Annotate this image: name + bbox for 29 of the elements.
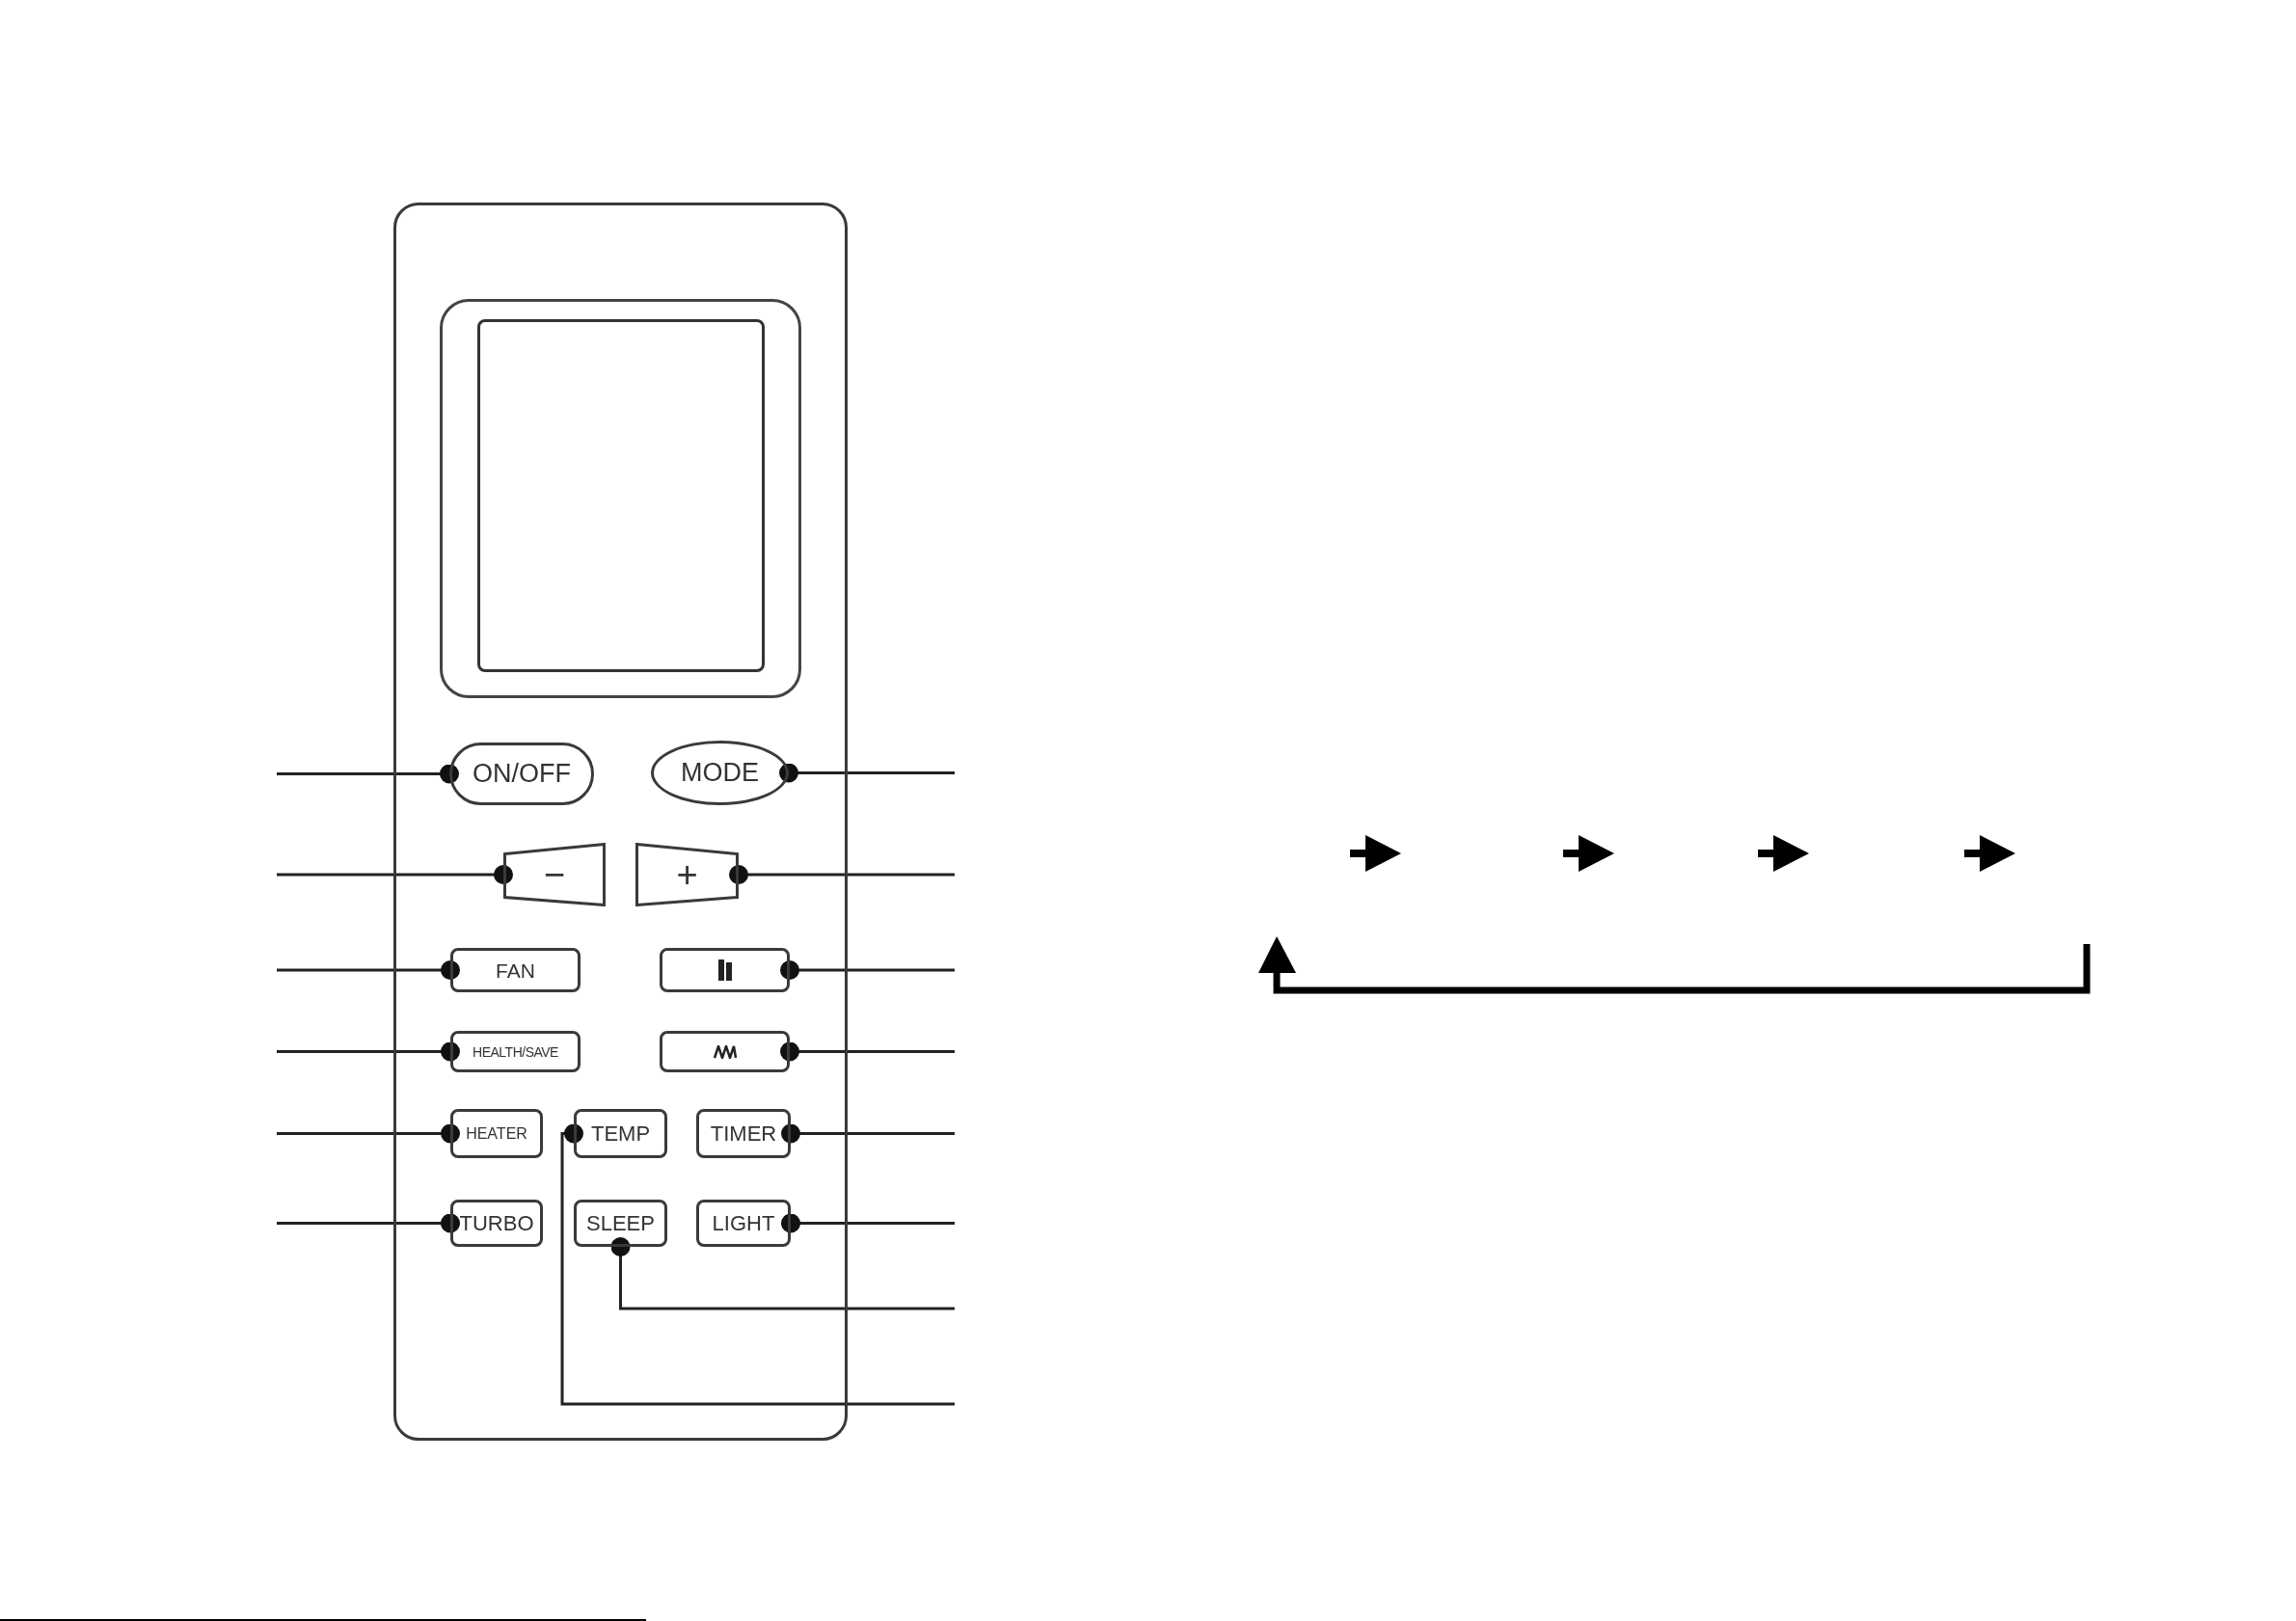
remote-button: HEALTH/SAVE	[450, 1031, 581, 1072]
remote-button: LIGHT	[696, 1200, 791, 1247]
leader-line	[277, 1213, 460, 1233]
remote-button: FAN	[450, 948, 581, 992]
remote-button: HEATER	[450, 1109, 543, 1158]
remote-control-body	[393, 203, 848, 1441]
remote-button: ON/OFF	[449, 743, 594, 805]
leader-line	[610, 1237, 955, 1310]
remote-button: TURBO	[450, 1200, 543, 1247]
remote-button: TIMER	[696, 1109, 791, 1158]
leader-line	[277, 865, 513, 884]
leader-line	[277, 764, 459, 784]
remote-button: −	[503, 843, 606, 906]
leader-line	[779, 763, 955, 783]
leader-line	[780, 960, 955, 980]
remote-button	[660, 1031, 790, 1072]
leader-line	[781, 1213, 955, 1233]
leader-line	[277, 1041, 460, 1062]
remote-button: SLEEP	[574, 1200, 667, 1247]
remote-button: +	[635, 843, 739, 906]
leader-line	[780, 1041, 955, 1062]
leader-line	[729, 865, 955, 884]
leader-line	[781, 1123, 955, 1144]
leader-line	[560, 1123, 955, 1406]
leader-line	[277, 960, 460, 980]
leader-line	[277, 1123, 460, 1144]
remote-button: MODE	[651, 741, 789, 805]
remote-button: TEMP	[574, 1109, 667, 1158]
remote-button	[660, 948, 790, 992]
